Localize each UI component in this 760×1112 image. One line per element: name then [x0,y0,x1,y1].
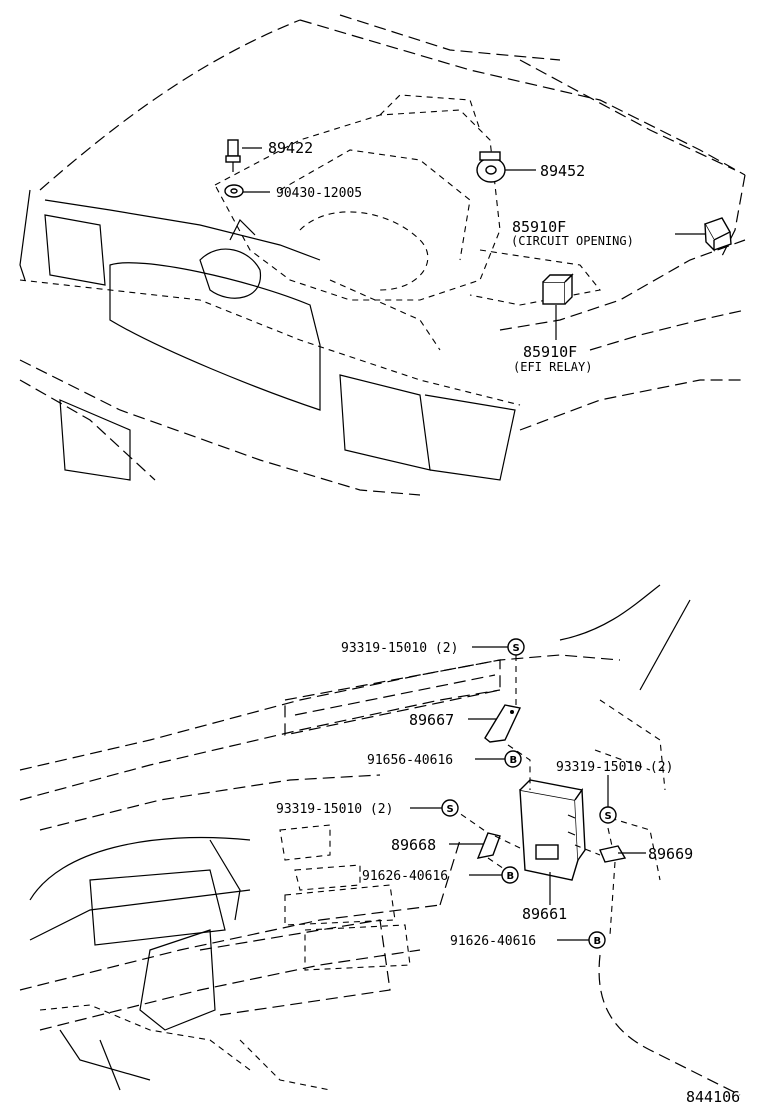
bracket-89667 [484,704,522,743]
label-85910f-efi: 85910F [523,343,577,361]
label-93319-b: 93319-15010 (2) [276,802,393,817]
bracket-89668 [476,832,501,859]
label-89669: 89669 [648,845,693,863]
bolt-badge-2: B [501,866,519,884]
label-90430: 90430-12005 [276,186,362,201]
circuit-opening-relay [703,217,732,252]
gasket-90430 [224,184,244,198]
label-89452: 89452 [540,162,585,180]
screw-badge-1: S [507,638,525,656]
bolt-badge-letter: B [510,755,518,766]
label-91656: 91656-40616 [367,753,453,768]
label-89422: 89422 [268,139,313,157]
label-89667: 89667 [409,711,454,729]
label-91626-b: 91626-40616 [450,934,536,949]
note-efi-relay: (EFI RELAY) [513,360,592,374]
label-91626-a: 91626-40616 [362,869,448,884]
bolt-badge-letter: B [507,871,515,882]
screw-badge-letter: S [513,643,520,654]
dashboard-illustration [19,584,741,1096]
bolt-badge-3: B [588,931,606,949]
ecu-89661 [519,779,586,881]
efi-relay [542,273,574,305]
screw-badge-letter: S [605,811,612,822]
figure-number: 844106 [686,1088,740,1106]
sensor-89452 [476,151,506,183]
label-89661: 89661 [522,905,567,923]
label-93319-c: 93319-15010 (2) [556,760,673,775]
label-85910f-circuit: 85910F [512,218,566,236]
bracket-89669 [599,845,627,863]
sensor-89422 [225,139,241,172]
label-93319-a: 93319-15010 (2) [341,641,458,656]
screw-badge-letter: S [447,804,454,815]
engine-bay-illustration [19,14,746,496]
label-89668: 89668 [391,836,436,854]
bolt-badge-1: B [504,750,522,768]
note-circuit-opening: (CIRCUIT OPENING) [511,234,634,248]
screw-badge-2: S [441,799,459,817]
bolt-badge-letter: B [594,936,602,947]
screw-badge-3: S [599,806,617,824]
